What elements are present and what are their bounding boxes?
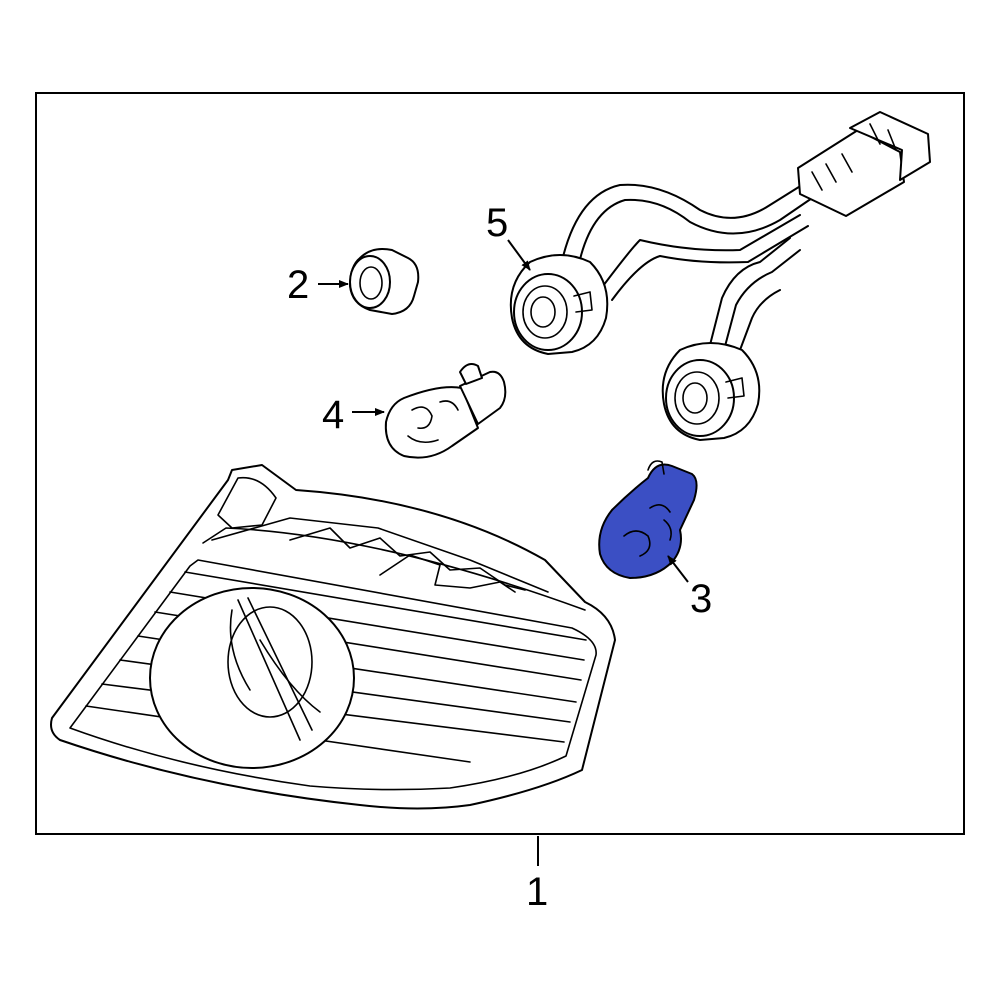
callout-5: 5: [486, 201, 508, 245]
callout-2: 2: [287, 263, 309, 307]
part-3-bulb-highlighted: [598, 460, 698, 579]
part-4-bulb: [384, 363, 507, 459]
part-5-socket-harness: [509, 111, 931, 441]
part-2-grommet: [349, 248, 420, 315]
diagram-frame: [35, 92, 965, 835]
callout-4: 4: [322, 393, 344, 437]
leader-3: [667, 555, 689, 583]
leader-5: [507, 239, 531, 271]
callout-3: 3: [690, 577, 712, 621]
callout-1: 1: [526, 870, 548, 914]
part-1-lamp-housing: [50, 464, 616, 810]
